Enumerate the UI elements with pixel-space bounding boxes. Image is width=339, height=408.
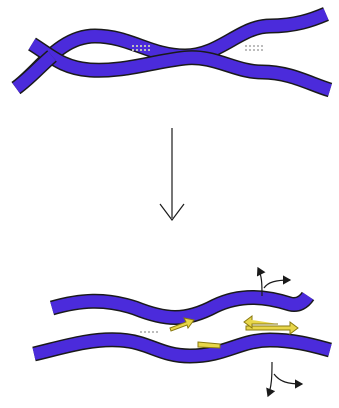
top-panel xyxy=(16,14,330,90)
process-arrow xyxy=(160,128,184,220)
probe-2 xyxy=(244,316,298,334)
bottom-strand-lower xyxy=(34,340,330,356)
split-arrow-bottom xyxy=(268,362,302,396)
bottom-strand-upper xyxy=(52,296,308,318)
probe-3 xyxy=(198,342,220,348)
bottom-panel xyxy=(34,268,330,396)
top-bond-right xyxy=(245,46,265,50)
